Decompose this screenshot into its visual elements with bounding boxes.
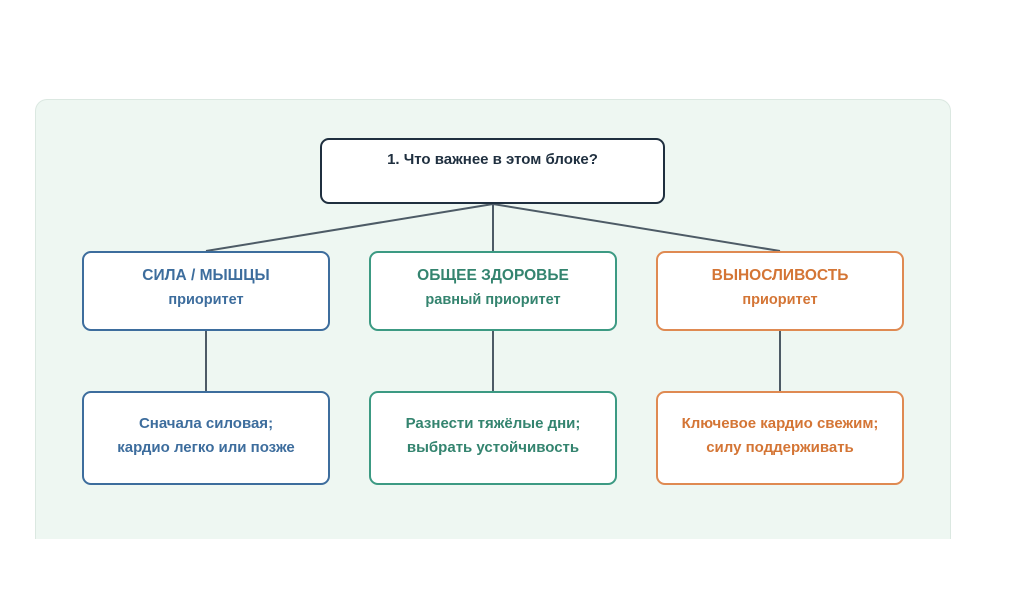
result-line-1-health: Разнести тяжёлые дни; (405, 415, 581, 432)
connector-root-to-strength (205, 203, 494, 252)
result-line-1-strength: Сначала силовая; (138, 415, 274, 432)
category-node-strength: СИЛА / МЫШЦЫ приоритет (82, 251, 330, 331)
result-line-2-health: выбрать устойчивость (406, 439, 580, 456)
category-node-endurance: ВЫНОСЛИВОСТЬ приоритет (656, 251, 904, 331)
result-line-1-endurance: Ключевое кардио свежим; (681, 415, 879, 432)
category-subtitle-endurance: приоритет (742, 292, 818, 308)
category-subtitle-strength: приоритет (168, 292, 244, 308)
result-line-2-strength: кардио легко или позже (117, 439, 295, 456)
question-label: 1. Что важнее в этом блоке? (387, 151, 598, 168)
connector-root-to-endurance (492, 203, 781, 252)
question-node: 1. Что важнее в этом блоке? (320, 138, 665, 204)
category-title-health: ОБЩЕЕ ЗДОРОВЬЕ (417, 267, 569, 284)
result-node-endurance: Ключевое кардио свежим; силу поддерживат… (656, 391, 904, 485)
result-line-2-endurance: силу поддерживать (706, 439, 854, 456)
result-node-strength: Сначала силовая; кардио легко или позже (82, 391, 330, 485)
category-title-endurance: ВЫНОСЛИВОСТЬ (711, 267, 849, 284)
category-node-health: ОБЩЕЕ ЗДОРОВЬЕ равный приоритет (369, 251, 617, 331)
category-title-strength: СИЛА / МЫШЦЫ (142, 267, 270, 284)
category-subtitle-health: равный приоритет (425, 292, 561, 308)
result-node-health: Разнести тяжёлые дни; выбрать устойчивос… (369, 391, 617, 485)
